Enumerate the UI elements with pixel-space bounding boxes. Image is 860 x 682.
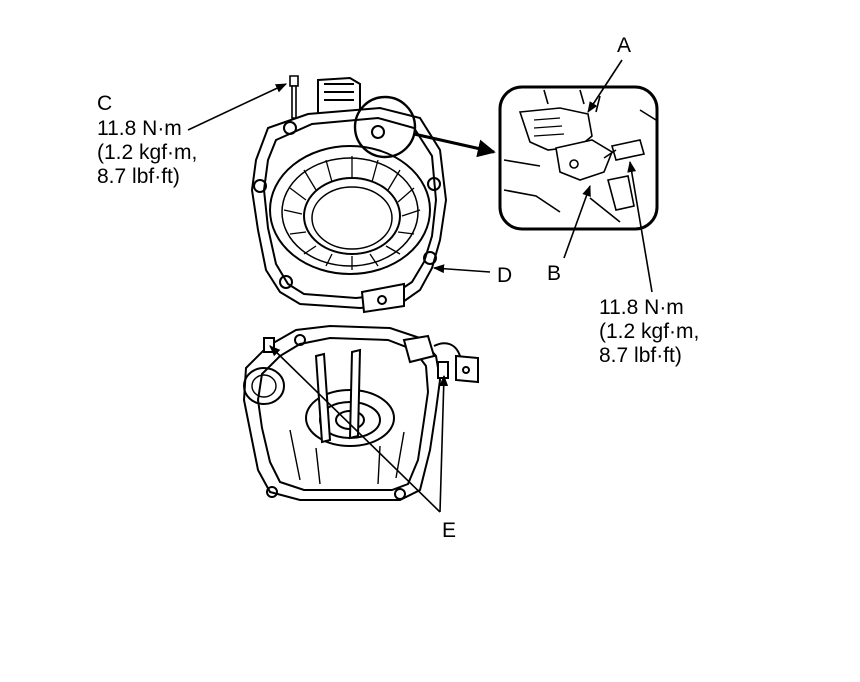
- detail-arrow: [413, 132, 496, 158]
- callout-c: C: [97, 92, 113, 115]
- torque-c-kgf: (1.2 kgf·m,: [97, 141, 198, 164]
- torque-b-kgf: (1.2 kgf·m,: [599, 320, 700, 343]
- torque-c-value: 11.8 N·m: [97, 117, 182, 140]
- callout-a: A: [617, 34, 632, 57]
- torque-b-value: 11.8 N·m: [599, 296, 684, 319]
- torque-b-lbf: 8.7 lbf·ft): [599, 344, 682, 367]
- torque-c-lbf: 8.7 lbf·ft): [97, 165, 180, 188]
- detail-inset: [498, 85, 659, 231]
- callout-b: B: [547, 262, 562, 285]
- callout-e: E: [442, 519, 457, 542]
- stator-housing: [250, 76, 448, 314]
- callout-d: D: [497, 264, 513, 287]
- detail-circle: [353, 95, 417, 159]
- bolt-c: [289, 75, 299, 119]
- leader-lines: [187, 59, 653, 513]
